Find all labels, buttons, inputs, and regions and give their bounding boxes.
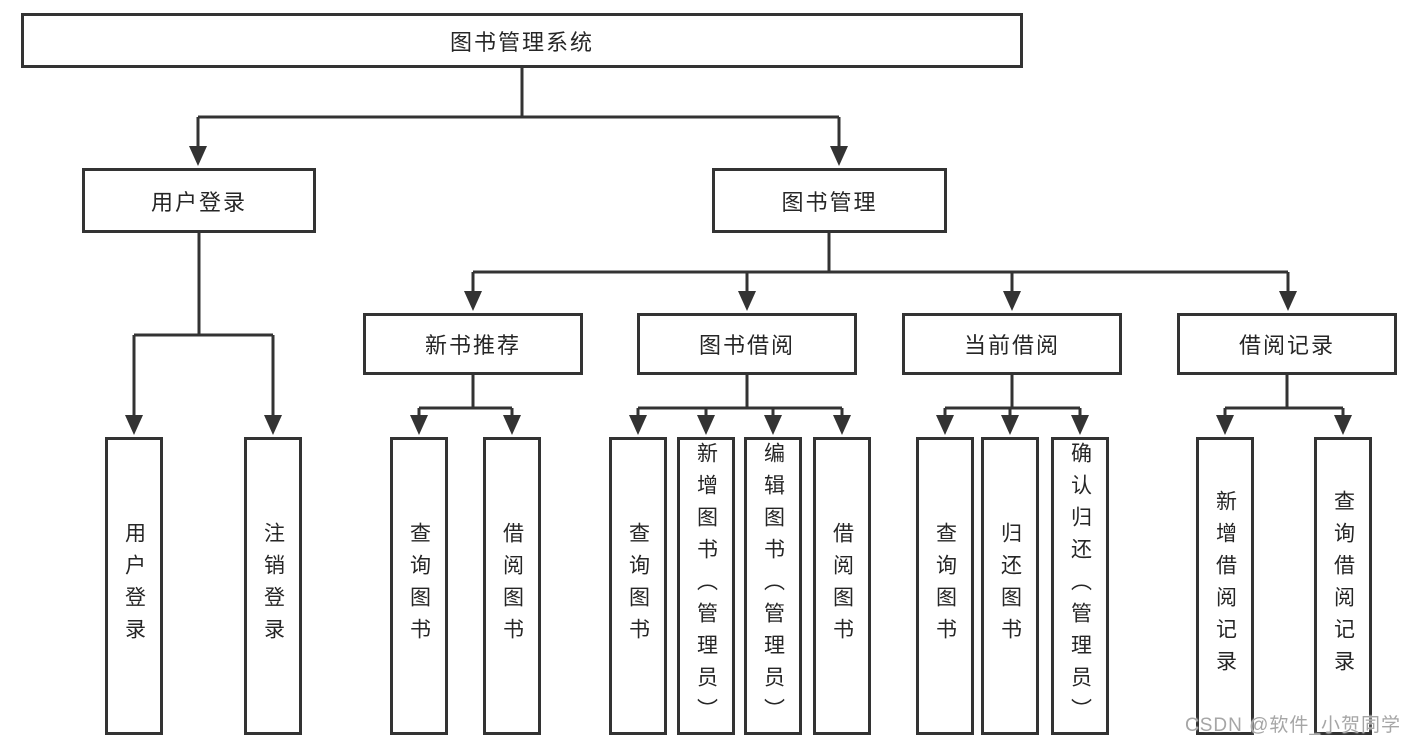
leaf-edit-book-admin: 编辑图书（管理员） (744, 437, 802, 735)
leaf-confirm-return-admin: 确认归还（管理员） (1051, 437, 1109, 735)
leaf-add-book-admin-label: 新增图书（管理员） (694, 442, 718, 730)
leaf-query-books-current: 查询图书 (916, 437, 974, 735)
leaf-logout-label: 注销登录 (261, 522, 285, 650)
leaf-query-books-current-label: 查询图书 (933, 522, 957, 650)
leaf-user-login-label: 用户登录 (122, 522, 146, 650)
node-book-management-label: 图书管理 (781, 189, 878, 215)
node-borrowing-records-label: 借阅记录 (1238, 333, 1335, 358)
leaf-borrow-books-label: 借阅图书 (830, 522, 854, 650)
leaf-return-books: 归还图书 (981, 437, 1039, 735)
leaf-query-books-borrowing-label: 查询图书 (626, 522, 650, 650)
leaf-borrow-books: 借阅图书 (813, 437, 871, 735)
csdn-watermark: CSDN @软件_小贺同学 (1185, 715, 1401, 736)
node-new-book-recommend-label: 新书推荐 (424, 333, 521, 358)
leaf-add-borrow-record-label: 新增借阅记录 (1213, 490, 1237, 682)
leaf-query-borrow-record: 查询借阅记录 (1314, 437, 1372, 735)
node-book-borrowing: 图书借阅 (637, 313, 857, 375)
tree-edges (132, 68, 1345, 417)
leaf-add-borrow-record: 新增借阅记录 (1196, 437, 1254, 735)
leaf-add-book-admin: 新增图书（管理员） (677, 437, 735, 735)
node-book-management: 图书管理 (712, 168, 947, 233)
node-new-book-recommend: 新书推荐 (363, 313, 583, 375)
leaf-borrow-books-newbooks: 借阅图书 (483, 437, 541, 735)
leaf-edit-book-admin-label: 编辑图书（管理员） (761, 442, 785, 730)
node-current-borrowing-label: 当前借阅 (963, 333, 1060, 358)
node-borrowing-records: 借阅记录 (1177, 313, 1397, 375)
leaf-query-books-newbooks: 查询图书 (390, 437, 448, 735)
leaf-query-books-borrowing: 查询图书 (609, 437, 667, 735)
node-library-system-label: 图书管理系统 (449, 29, 594, 55)
leaf-user-login: 用户登录 (105, 437, 163, 735)
leaf-borrow-books-newbooks-label: 借阅图书 (500, 522, 524, 650)
arrowheads (125, 146, 1352, 435)
leaf-confirm-return-admin-label: 确认归还（管理员） (1068, 442, 1092, 730)
node-current-borrowing: 当前借阅 (902, 313, 1122, 375)
node-user-login: 用户登录 (82, 168, 316, 233)
node-book-borrowing-label: 图书借阅 (698, 333, 795, 358)
leaf-query-books-newbooks-label: 查询图书 (407, 522, 431, 650)
node-library-system: 图书管理系统 (21, 13, 1023, 68)
node-user-login-label: 用户登录 (150, 189, 247, 215)
leaf-query-borrow-record-label: 查询借阅记录 (1331, 490, 1355, 682)
leaf-logout: 注销登录 (244, 437, 302, 735)
leaf-return-books-label: 归还图书 (998, 522, 1022, 650)
